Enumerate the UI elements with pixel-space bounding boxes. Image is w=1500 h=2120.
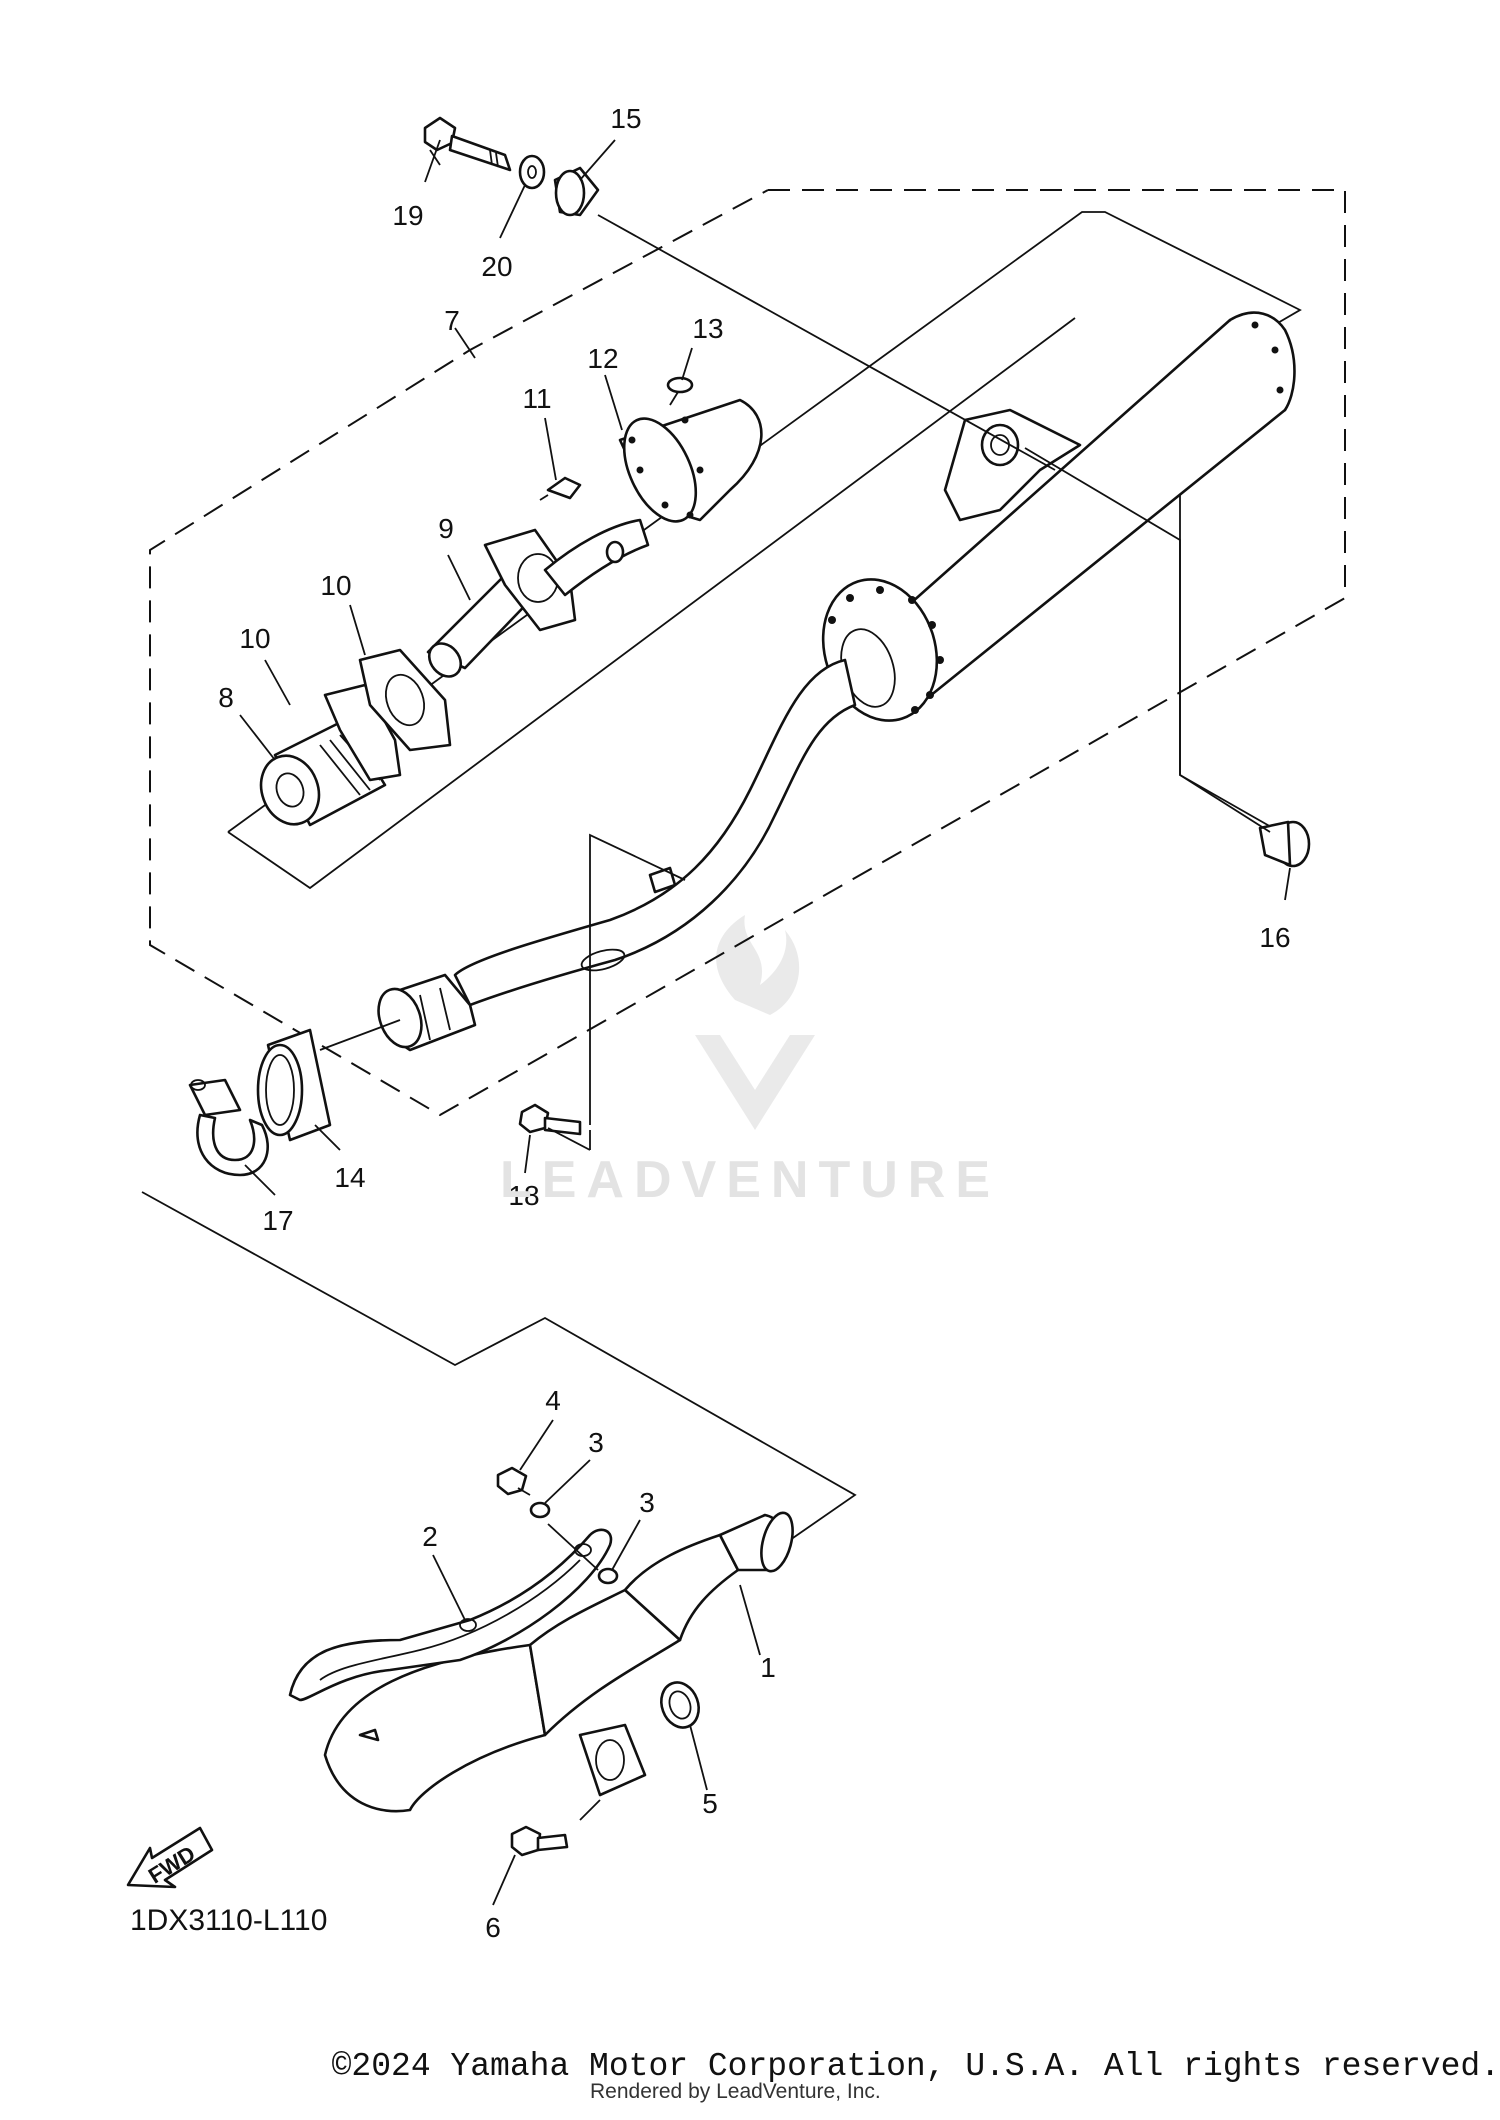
leader-lines [239,139,1291,1906]
part-label-14: 14 [334,1162,365,1193]
spark-arrester-drawing [259,683,402,827]
screw-13-drawing [666,376,694,406]
end-cap-drawing [618,398,763,523]
gasket-10-drawing [358,648,452,752]
collar-16-drawing [1258,820,1311,868]
tail-pipe-drawing [426,518,650,678]
damper-15-drawing [553,166,600,217]
part-label-10b: 10 [239,623,270,654]
gasket-5-drawing [660,1681,700,1729]
bolt-6-drawing [510,1825,569,1857]
exhaust-pipe-drawing [323,1511,794,1813]
bolt-11-drawing [539,476,582,501]
part-label-11: 11 [522,383,551,414]
gasket-14-drawing [256,1028,332,1142]
part-label-17: 17 [262,1205,293,1236]
part-label-8: 8 [218,682,234,713]
part-label-9: 9 [438,513,454,544]
part-label-7: 7 [444,305,460,336]
washer-20-drawing [518,154,546,190]
part-label-18: 18 [508,1180,539,1211]
fwd-arrow-icon: FWD [126,1826,214,1888]
part-number-labels: 19 20 15 7 13 12 11 9 10 10 8 16 14 17 1… [218,103,1290,1943]
copyright-notice: ©2024 Yamaha Motor Corporation, U.S.A. A… [331,2048,1500,2085]
part-label-2: 2 [422,1521,438,1552]
diagram-code: 1DX3110-L110 [130,1904,327,1937]
part-label-6: 6 [485,1912,501,1943]
muffler-assembly-outline [149,189,1346,1117]
heat-protector-drawing [288,1528,613,1702]
part-label-4: 4 [545,1385,561,1416]
clamp-17-drawing [188,1078,269,1177]
part-label-5: 5 [702,1788,718,1819]
part-label-12: 12 [587,343,618,374]
bolt-18-drawing [518,1103,582,1136]
watermark-text: LEADVENTURE [499,1151,1001,1209]
part-label-10a: 10 [320,570,351,601]
part-label-3b: 3 [639,1487,655,1518]
part-label-13: 13 [692,313,723,344]
bolt-19-drawing [423,116,512,172]
leadventure-watermark-logo [695,915,815,1130]
washer-3b-drawing [597,1567,619,1585]
part-label-3a: 3 [588,1427,604,1458]
lower-boundary [141,1191,857,1541]
part-label-20: 20 [481,251,512,282]
part-label-16: 16 [1259,922,1290,953]
muffler-body [377,311,1296,1052]
washer-3a-drawing [529,1501,551,1519]
bolt-4-drawing [496,1466,531,1496]
part-label-1: 1 [760,1652,776,1683]
rendered-by-notice: Rendered by LeadVenture, Inc. [590,2080,881,2103]
part-label-19: 19 [392,200,423,231]
part-label-15: 15 [610,103,641,134]
